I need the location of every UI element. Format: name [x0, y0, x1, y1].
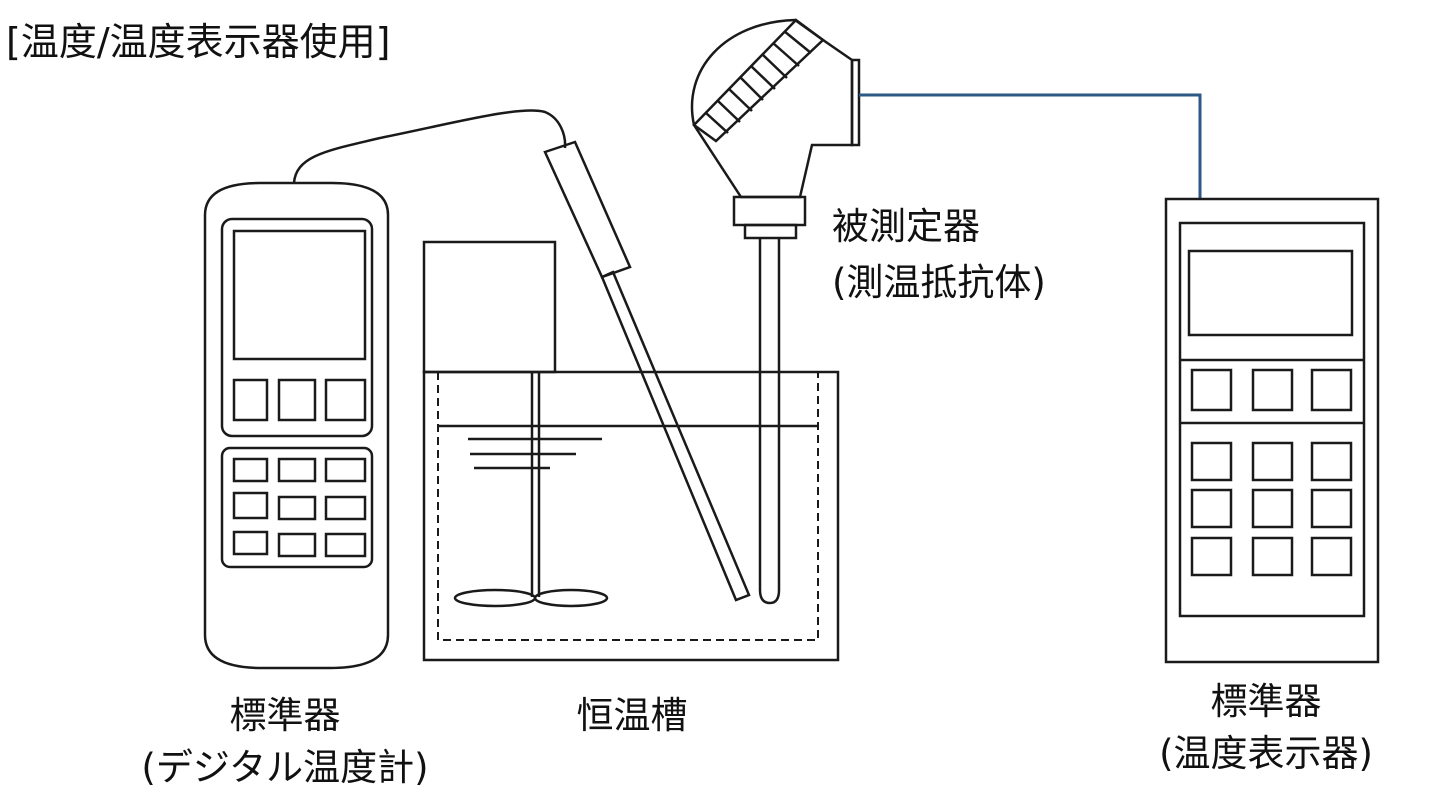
resistance-thermometer-icon — [690, 18, 861, 605]
constant-temperature-bath-icon — [422, 240, 840, 662]
diagram-title: [温度/温度表示器使用] — [6, 20, 391, 64]
reference-probe-icon — [543, 140, 751, 602]
indicator-cable — [859, 93, 1202, 199]
digital-thermometer-label: 標準器 — [229, 694, 341, 737]
temperature-indicator-icon — [1164, 197, 1380, 664]
indicator-sublabel: (温度表示器) — [1159, 732, 1373, 775]
digital-thermometer-icon — [203, 181, 390, 670]
bath-label: 恒温槽 — [576, 694, 688, 737]
indicator-label: 標準器 — [1210, 680, 1322, 723]
stirrer-icon — [453, 372, 609, 608]
probe-sublabel: (測温抵抗体) — [832, 261, 1046, 304]
digital-thermometer-sublabel: (デジタル温度計) — [141, 746, 429, 789]
thermometer-cable — [292, 109, 567, 184]
probe-label: 被測定器 — [832, 205, 980, 248]
